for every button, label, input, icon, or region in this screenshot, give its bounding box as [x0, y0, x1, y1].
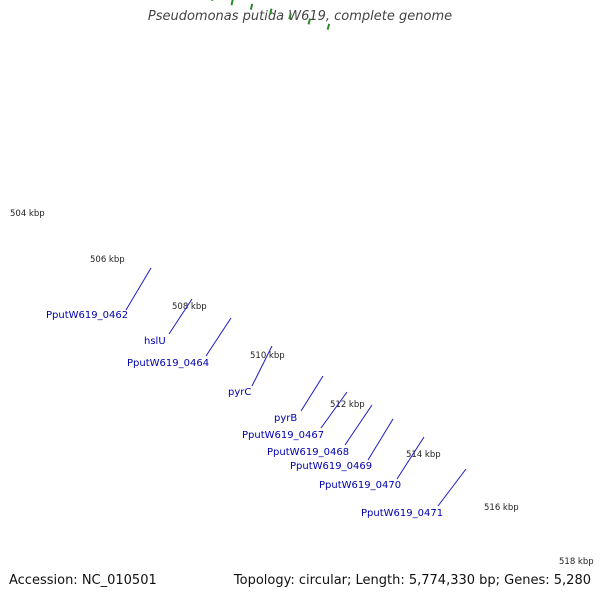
tick-mark: [211, 0, 214, 2]
tick-mark: [249, 3, 254, 10]
tick-label: 506 kbp: [90, 255, 125, 265]
tick-mark: [288, 13, 292, 20]
tick-mark: [307, 18, 311, 25]
tick-label: 508 kbp: [172, 302, 207, 312]
gene-leader-line: [125, 267, 152, 311]
tick-label: 512 kbp: [330, 400, 365, 410]
gene-label[interactable]: PputW619_0469: [290, 461, 372, 472]
gene-leader-line: [251, 345, 273, 387]
gene-label[interactable]: hslU: [144, 336, 166, 347]
gene-leader-line: [205, 317, 232, 357]
gene-leader-line: [367, 418, 394, 461]
gene-label[interactable]: PputW619_0470: [319, 480, 401, 491]
gene-label[interactable]: PputW619_0471: [361, 508, 443, 519]
tick-label: 516 kbp: [484, 503, 519, 513]
gene-leader-line: [320, 391, 348, 429]
gene-leader-line: [344, 404, 373, 446]
gene-label[interactable]: pyrC: [228, 387, 251, 398]
tick-label: 514 kbp: [406, 450, 441, 460]
genome-summary: Topology: circular; Length: 5,774,330 bp…: [233, 573, 591, 588]
gene-label[interactable]: PputW619_0464: [127, 358, 209, 369]
gene-label[interactable]: pyrB: [274, 413, 297, 424]
map-title: Pseudomonas putida W619, complete genome: [147, 9, 453, 24]
gene-label[interactable]: PputW619_0462: [46, 310, 128, 321]
gene-label[interactable]: PputW619_0468: [267, 447, 349, 458]
backbone-inner-line: [0, 0, 370, 2]
kbp-ticks: [211, 0, 331, 30]
tick-label: 518 kbp: [559, 557, 594, 567]
gene-leader-line: [300, 375, 324, 412]
gene-leader-line: [168, 298, 193, 335]
tick-label: 504 kbp: [10, 209, 45, 219]
tick-mark: [230, 0, 234, 6]
gene-leader-line: [396, 436, 425, 480]
tick-mark: [269, 8, 273, 15]
accession-text: Accession: NC_010501: [9, 573, 157, 588]
tick-mark: [326, 23, 331, 30]
gene-label[interactable]: PputW619_0467: [242, 430, 324, 441]
gene-leader-line: [437, 468, 467, 507]
